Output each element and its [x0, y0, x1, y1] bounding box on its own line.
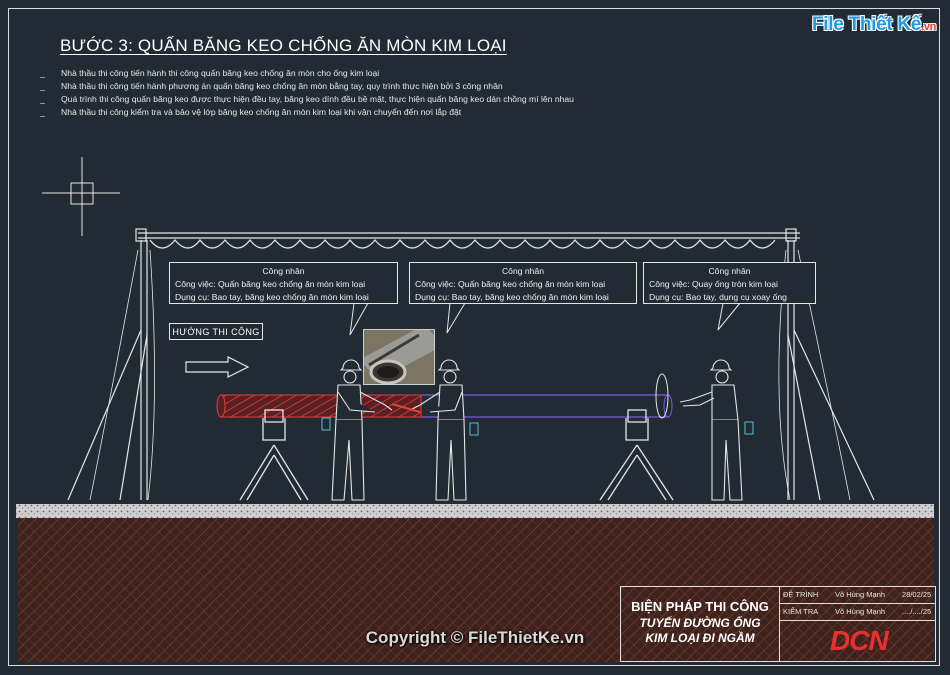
row-date: 28/02/25 [902, 590, 932, 599]
ground-strip [16, 504, 934, 518]
step-title: BƯỚC 3: QUẤN BĂNG KEO CHỐNG ĂN MÒN KIM L… [60, 36, 507, 55]
workers [321, 359, 754, 501]
row-name: Võ Hùng Mạnh [835, 607, 886, 616]
title-block-line2: TUYẾN ĐƯỜNG ỐNG [639, 616, 761, 630]
pipe-wrapping-photo [363, 329, 435, 385]
callout-task: Công việc: Quay ống tròn kim loại [649, 279, 778, 289]
site-logo[interactable]: File Thiết Kế.vn [812, 14, 937, 35]
row-date: ..../..../25 [902, 607, 932, 616]
worker-callout-1: Công nhân Công việc: Quấn băng keo chống… [169, 262, 398, 304]
title-block-main: BIỆN PHÁP THI CÔNG TUYẾN ĐƯỜNG ỐNG KIM L… [621, 587, 780, 661]
title-block-line1: BIỆN PHÁP THI CÔNG [631, 599, 769, 614]
pipe-supports [239, 409, 674, 501]
worker-callout-3: Công nhân Công việc: Quay ống tròn kim l… [643, 262, 816, 304]
callout-title: Công nhân [708, 266, 751, 276]
worker-callout-2: Công nhân Công việc: Quấn băng keo chống… [409, 262, 637, 304]
note-item: _Nhà thầu thi công tiến hành thi công qu… [40, 68, 380, 78]
note-item: _Nhà thầu thi công kiểm tra và bảo vệ lớ… [40, 107, 462, 117]
drawing-frame [8, 8, 940, 666]
construction-direction-label: HƯỚNG THI CÔNG [169, 323, 263, 340]
title-block-row-check: KIỂM TRA Võ Hùng Mạnh ..../..../25 [779, 604, 935, 621]
row-name: Võ Hùng Mạnh [835, 590, 886, 599]
copyright-watermark: Copyright © FileThietKe.vn [365, 628, 585, 647]
note-item: _Quá trình thi công quấn băng keo được t… [40, 94, 574, 104]
callout-title: Công nhân [262, 266, 305, 276]
row-label: KIỂM TRA [783, 607, 819, 616]
title-block: BIỆN PHÁP THI CÔNG TUYẾN ĐƯỜNG ỐNG KIM L… [620, 586, 936, 662]
crosshair-symbol [42, 157, 120, 236]
dcn-logo: DCN [830, 625, 889, 656]
callout-tools: Dụng cụ: Bao tay, dụng cụ xoay ống [649, 292, 787, 302]
callout-task: Công việc: Quấn băng keo chống ăn mòn ki… [175, 279, 366, 289]
pipe-photo-drawing [364, 330, 434, 384]
callout-tools: Dụng cụ: Bao tay, băng keo chống ăn mòn … [415, 292, 609, 302]
title-block-row-submit: ĐỆ TRÌNH Võ Hùng Mạnh 28/02/25 [779, 587, 935, 604]
direction-arrow [185, 356, 250, 378]
callout-task: Công việc: Quấn băng keo chống ăn mòn ki… [415, 279, 606, 289]
row-label: ĐỆ TRÌNH [783, 590, 819, 599]
callout-tools: Dụng cụ: Bao tay, băng keo chống ăn mòn … [175, 292, 369, 302]
notes-list: _Nhà thầu thi công tiến hành thi công qu… [40, 67, 574, 119]
title-block-line3: KIM LOẠI ĐI NGẦM [645, 631, 755, 645]
callout-title: Công nhân [501, 266, 545, 276]
note-item: _Nhà thầu thi công tiến hành phương án q… [40, 81, 503, 91]
